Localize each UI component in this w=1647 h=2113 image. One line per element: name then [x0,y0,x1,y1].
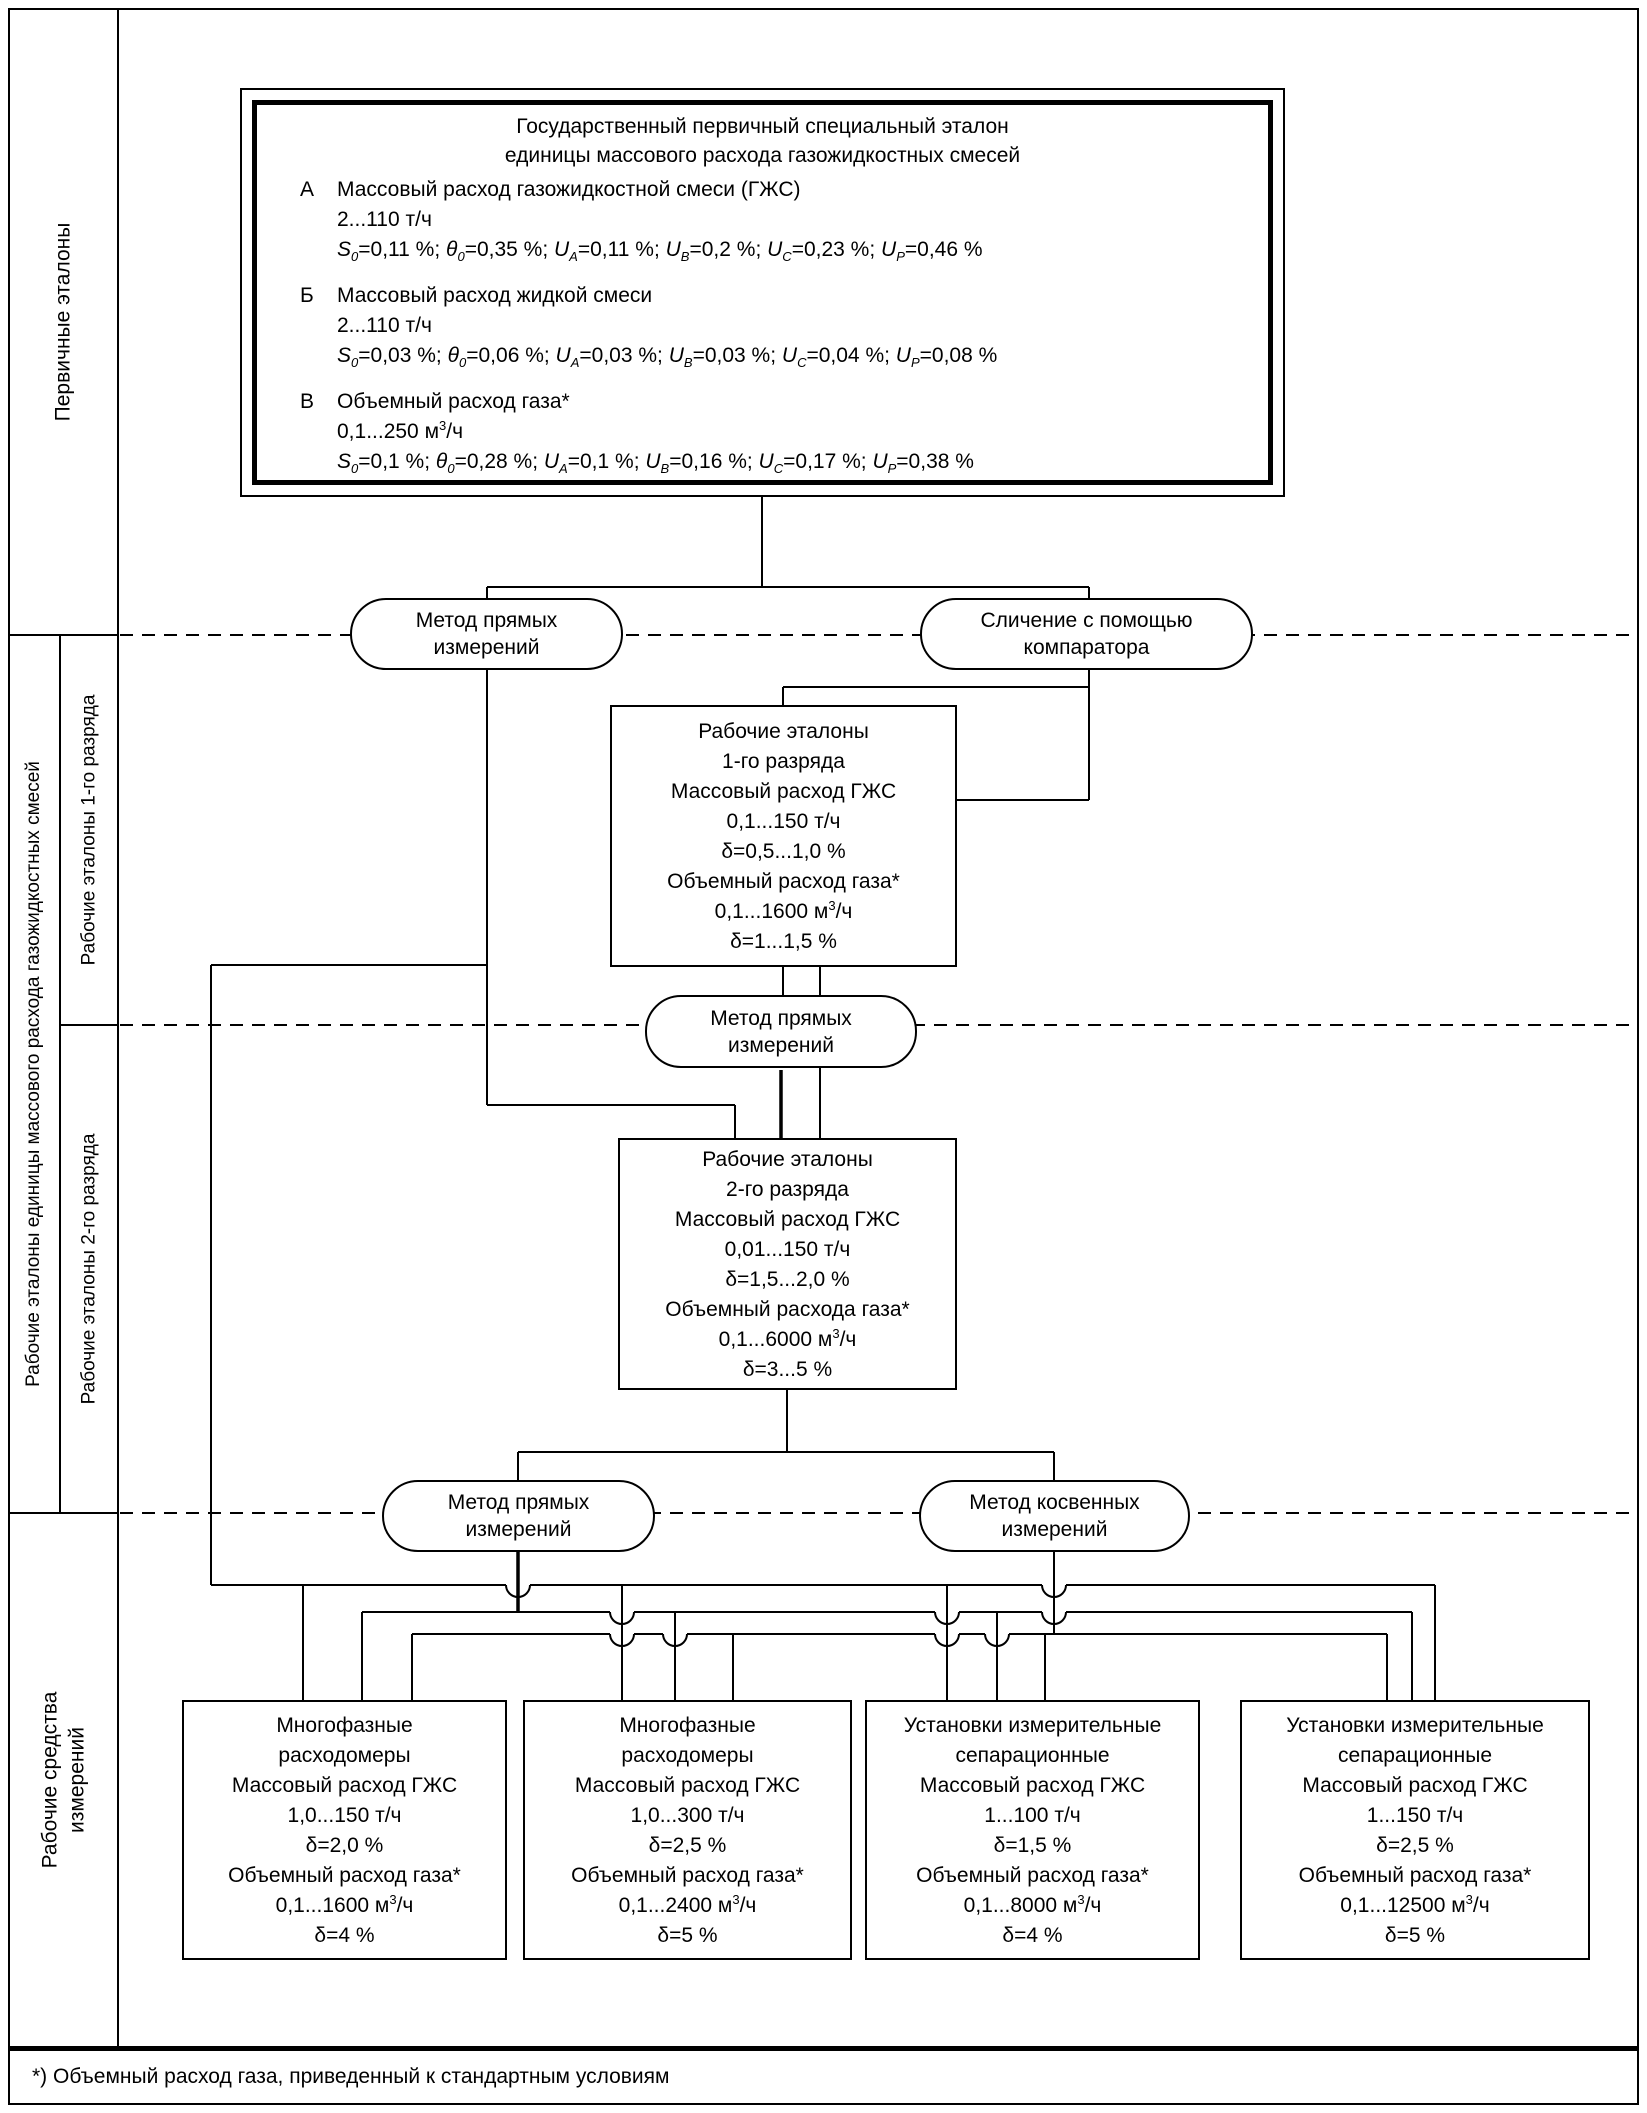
primary-standard-item-a: А Массовый расход газожидкостной смеси (… [300,175,1260,265]
footnote-strip: *) Объемный расход газа, приведенный к с… [8,2048,1639,2105]
label-column-grid [8,8,119,2046]
diagram-outer-border [8,8,1639,2048]
section-label-text: Рабочие эталоны единицы массового расход… [23,761,44,1387]
section-label-working-standards-2nd: Рабочие эталоны 2-го разряда [60,1025,118,1513]
primary-standard-title: Государственный первичный специальный эт… [504,115,1021,167]
primary-standard-box [252,100,1273,485]
section-label-text: Первичные эталоны [51,222,75,421]
footnote-text: *) Объемный расход газа, приведенный к с… [32,2065,670,2088]
section-label-text: Рабочие эталоны 1-го разряда [78,694,99,966]
section-label-primary-standards: Первичные эталоны [8,8,118,635]
thick-risers [516,1070,783,1612]
section-label-working-standards-group: Рабочие эталоны единицы массового расход… [8,635,60,1513]
item-letter: А [300,178,315,201]
item-letter: В [300,390,315,413]
section-label-working-standards-1st: Рабочие эталоны 1-го разряда [60,635,118,1025]
solid-connectors [210,497,1436,1700]
item-lines: Массовый расход газожидкостной смеси (ГЖ… [337,178,983,265]
item-letter: Б [300,284,314,307]
section-label-text: Рабочие эталоны 2-го разряда [78,1133,99,1405]
